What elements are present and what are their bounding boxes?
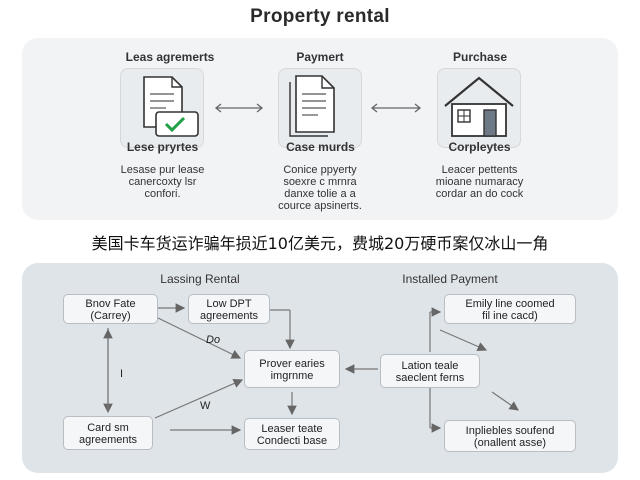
arrow-b4-b3 (154, 378, 244, 419)
box-bnov-fate: Bnov Fate(Carrey) (63, 294, 158, 324)
section-title-installed: Installed Payment (402, 272, 498, 286)
column-heading-purchase: Purchase (452, 50, 508, 64)
diagram-title: Property rental (250, 6, 390, 27)
arrow-b6-b8-diag (491, 391, 519, 411)
house-icon (444, 76, 514, 137)
edge-label-i: I (120, 368, 124, 380)
lease-caption: Lese pryrtes (126, 140, 199, 154)
edge-label-do: Do (206, 334, 221, 346)
arrow-b7-b6 (439, 329, 488, 352)
lease-document-icon (143, 76, 199, 137)
double-arrow-lease-payment (214, 103, 264, 113)
headline-text: 美国卡车货运诈骗年损近10亿美元，费城20万硬币案仅冰山一角 (91, 234, 549, 253)
purchase-caption: Corpleytes (448, 140, 511, 154)
column-heading-payment: Paymert (296, 50, 344, 64)
edge-label-w: W (200, 400, 211, 412)
column-heading-lease: Leas agremerts (125, 50, 215, 64)
box-inpliebles: Inpliebles soufend(onallent asse) (444, 420, 576, 452)
double-arrow-payment-purchase (370, 103, 422, 113)
payment-document-icon (289, 75, 335, 137)
section-title-leasing: Lassing Rental (160, 272, 240, 286)
payment-caption: Case murds (286, 140, 355, 154)
arrow-b1-b3 (157, 317, 242, 359)
